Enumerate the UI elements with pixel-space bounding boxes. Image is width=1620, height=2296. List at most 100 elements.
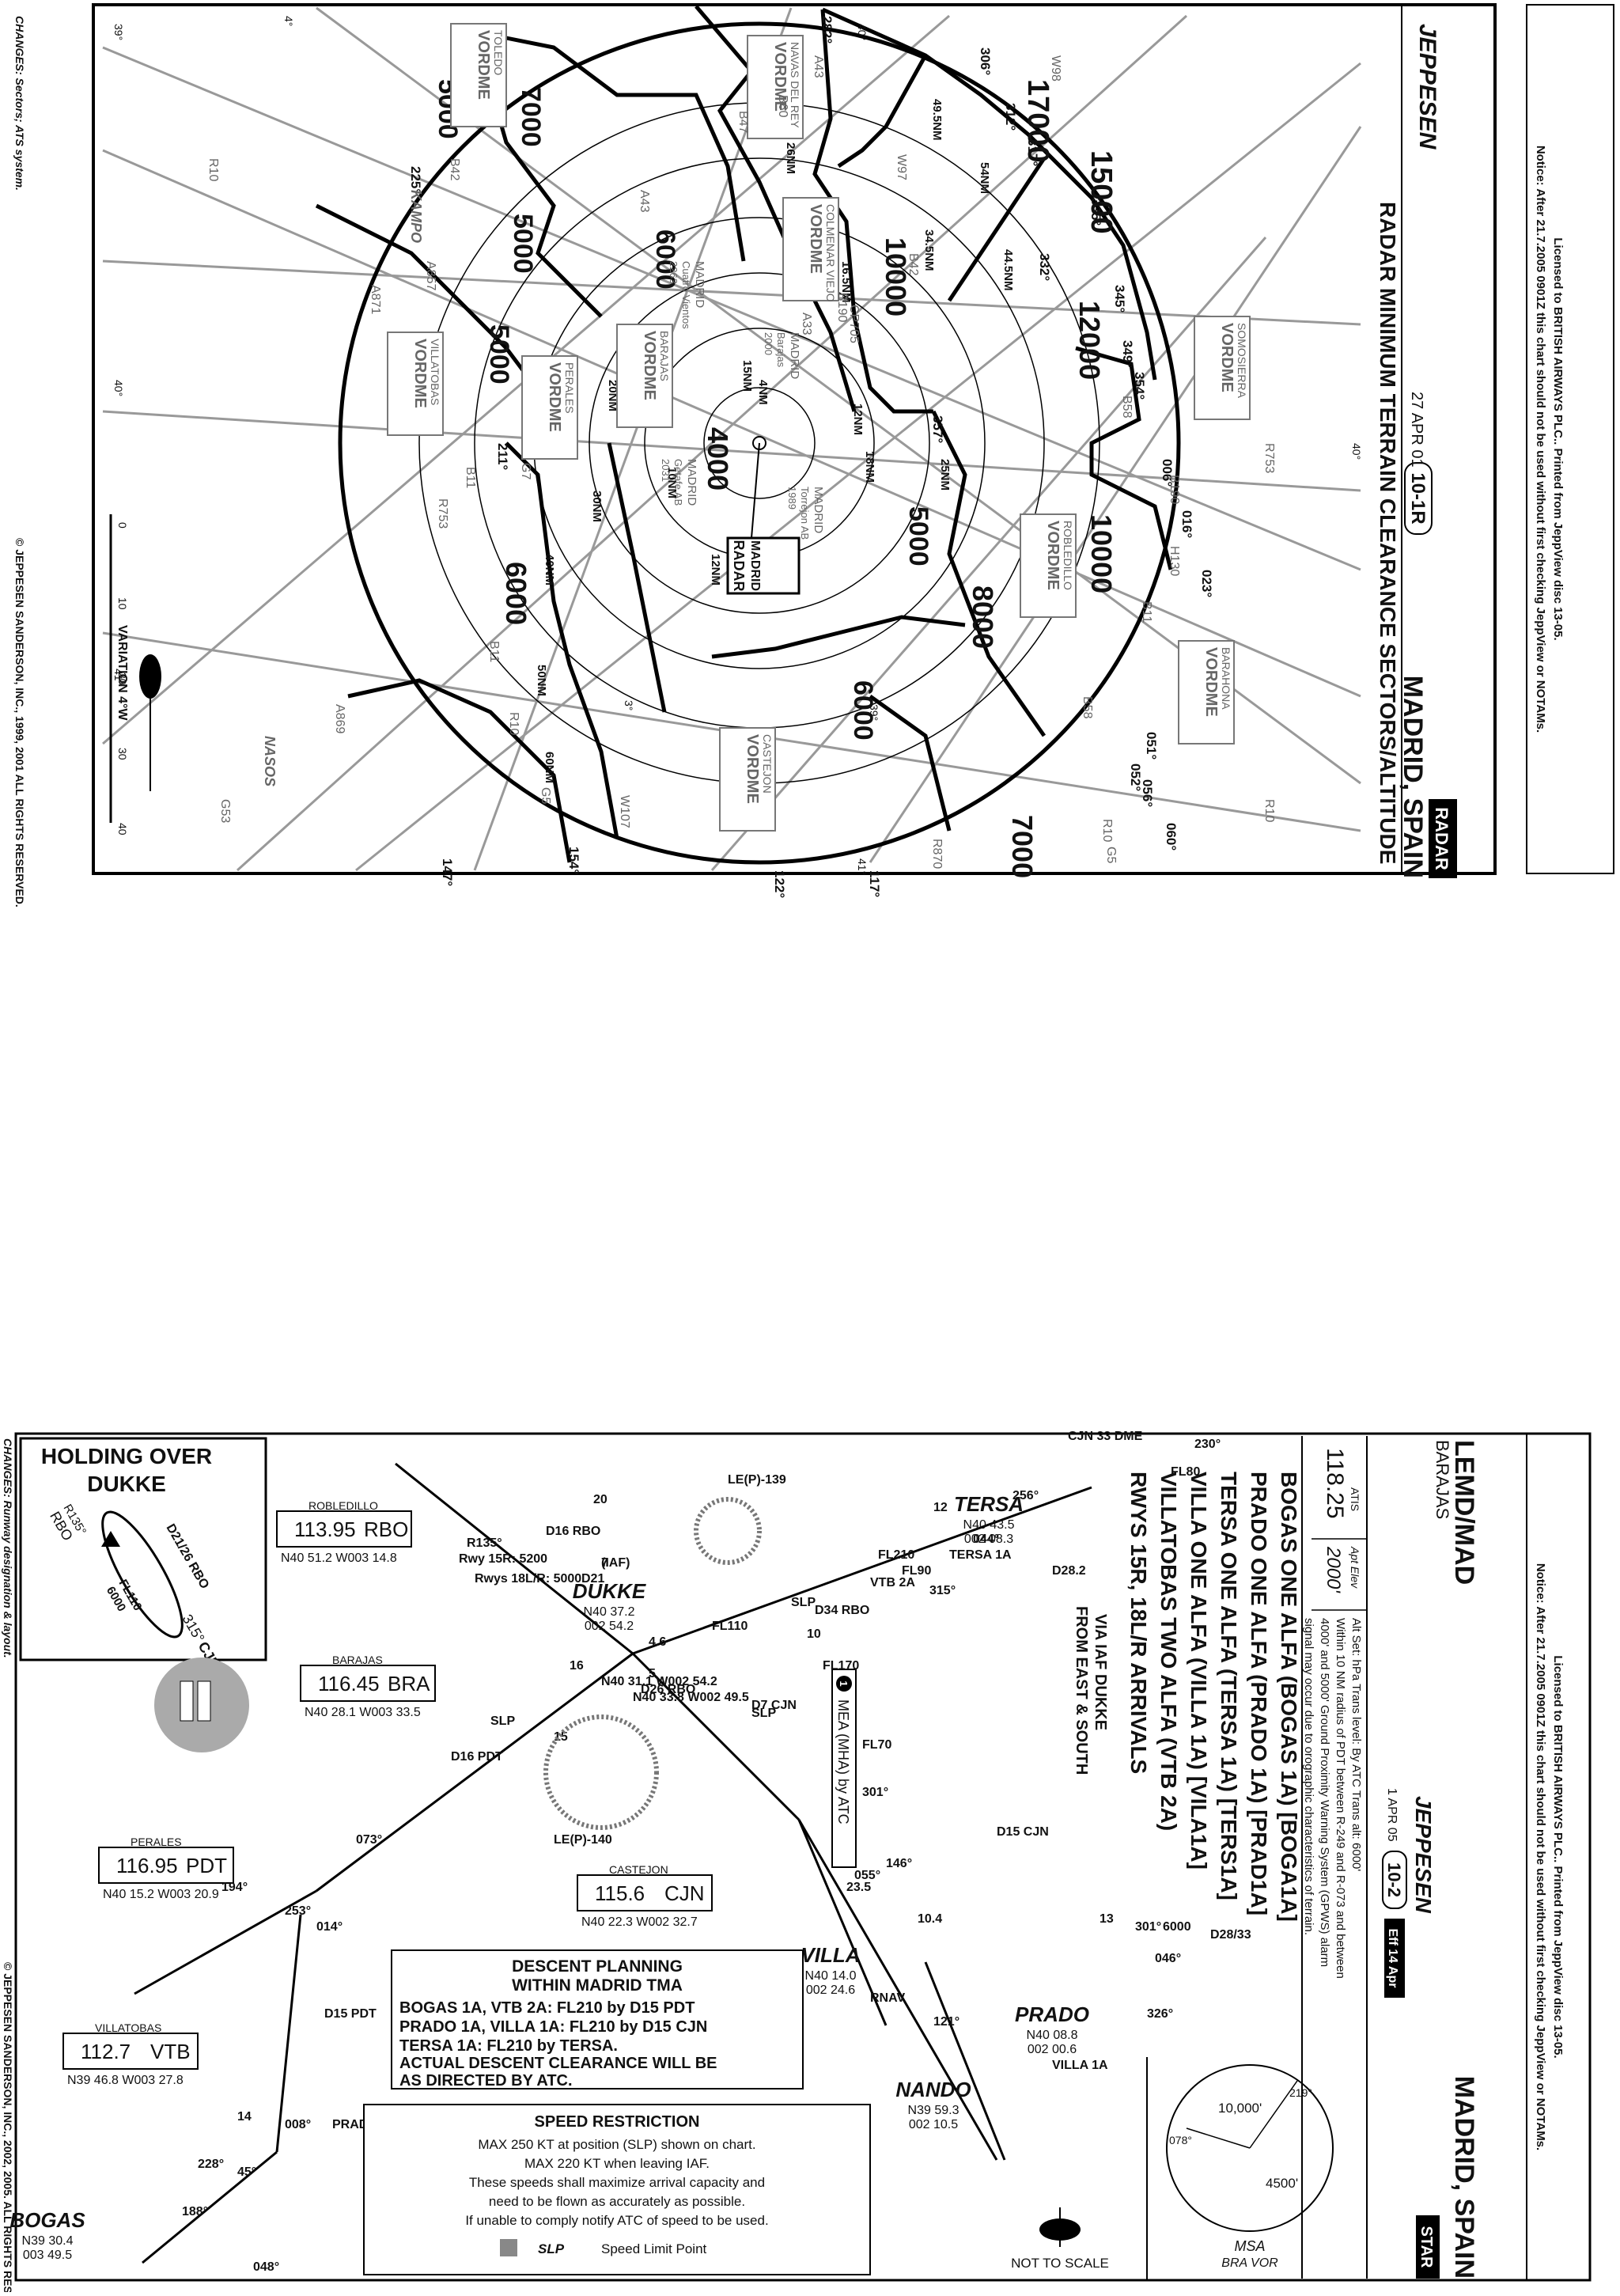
annotation-label: 326° bbox=[1147, 2007, 1173, 2021]
navaid-ident: CJN bbox=[664, 1881, 705, 1905]
vordme-box bbox=[521, 355, 578, 460]
airway-label: R10 bbox=[1262, 799, 1276, 822]
annotation-label: 014° bbox=[316, 1920, 343, 1934]
annotation-label: RNAV bbox=[870, 1991, 905, 2005]
apt-elev-label: Apt Elev bbox=[1349, 1546, 1361, 1589]
airport-sub: Torrejon AB bbox=[799, 487, 811, 540]
vordme-name: TOLEDO bbox=[492, 30, 505, 75]
vordme-kind: VORDME bbox=[641, 331, 658, 400]
navaid-freq: 112.7 bbox=[81, 2040, 131, 2063]
msa-alt2: 4500' bbox=[1266, 2176, 1298, 2191]
bearing-label: 122° bbox=[772, 870, 787, 898]
bearing-label: 345° bbox=[1112, 285, 1127, 313]
top-location: MADRID, SPAIN bbox=[1398, 676, 1428, 878]
fix-coords: 002 00.6 bbox=[1028, 2043, 1077, 2056]
airport-elev: 2000 bbox=[763, 332, 774, 355]
airport-name: MADRID bbox=[788, 332, 801, 379]
fix-coords: 002 08.3 bbox=[964, 1533, 1013, 1546]
top-date: 27 APR 01 bbox=[1408, 392, 1425, 468]
navaid-freq: 115.6 bbox=[595, 1881, 645, 1905]
north-arrow-icon bbox=[139, 654, 161, 791]
speed-restriction-box: SPEED RESTRICTION MAX 250 KT at position… bbox=[363, 2104, 871, 2275]
annotation-label: D21 bbox=[581, 1572, 604, 1586]
vordme-box bbox=[1194, 316, 1251, 420]
distance-label: 54NM bbox=[978, 162, 991, 194]
navaid-freq: 116.95 bbox=[116, 1854, 178, 1877]
bottom-airport: BARAJAS bbox=[1433, 1440, 1452, 1519]
scale-tick: 30 bbox=[116, 748, 129, 760]
airway-label: G5 bbox=[1104, 847, 1118, 863]
airway-label: G53 bbox=[218, 799, 232, 823]
lat-label: 39° bbox=[868, 704, 880, 721]
top-chart-number: 10-1R bbox=[1407, 472, 1429, 524]
waypoint-label: KAMPO bbox=[408, 190, 424, 243]
navaid-ident: VTB bbox=[150, 2040, 191, 2063]
msa-vor: BRA VOR bbox=[1221, 2256, 1278, 2270]
annotation-label: 055° bbox=[854, 1869, 880, 1882]
msa-brg2: 219° bbox=[1289, 2086, 1312, 2099]
airway-label: B190 bbox=[835, 293, 849, 322]
bearing-label: 335° bbox=[1088, 198, 1103, 225]
fix-coords: 002 10.5 bbox=[909, 2118, 958, 2131]
airway-label: R10 bbox=[1100, 819, 1114, 842]
airway-label: A43 bbox=[812, 55, 825, 78]
vordme-name: BARAJAS bbox=[658, 331, 671, 381]
airway-label: A857 bbox=[424, 261, 437, 290]
distance-label: 18NM bbox=[863, 451, 876, 483]
bottom-notice-licensed: Licensed to BRITISH AIRWAYS PLC.. Printe… bbox=[1551, 1655, 1565, 2058]
annotation-label: 256° bbox=[1012, 1489, 1039, 1502]
fix-name: VILLA bbox=[801, 1943, 860, 1967]
madrid-radar-box: MADRID RADAR bbox=[726, 436, 801, 595]
center-label-2: RADAR bbox=[731, 540, 747, 592]
atis-label: ATIS bbox=[1349, 1487, 1361, 1511]
vordme-name: CASTEJON bbox=[761, 734, 774, 794]
annotation-label: 301° bbox=[862, 1786, 888, 1799]
slp-legend-symbol bbox=[500, 2239, 517, 2256]
bottom-brand: JEPPESEN bbox=[1411, 1796, 1436, 1914]
vordme-name: NAVAS DEL REY bbox=[789, 42, 801, 128]
altitude-label: 8000 bbox=[967, 585, 999, 649]
airway-label: R10 bbox=[206, 158, 220, 181]
annotation-label: 044° bbox=[973, 1533, 999, 1546]
annotation-label: 146° bbox=[886, 1857, 912, 1870]
annotation-label: 13 bbox=[1100, 1912, 1114, 1926]
altitude-label: 10000 bbox=[880, 237, 912, 316]
annotation-label: N40 33.8 W002 49.5 bbox=[633, 1691, 749, 1704]
airport-name: MADRID bbox=[685, 459, 698, 506]
lat-label: 41° bbox=[856, 858, 869, 875]
navaid-ident: RBO bbox=[364, 1517, 408, 1541]
bearing-label: 211° bbox=[495, 443, 510, 470]
vordme-kind: VORDME bbox=[807, 204, 824, 274]
annotation-label: 228° bbox=[198, 2158, 224, 2171]
speed-line-5: If unable to comply notify ATC of speed … bbox=[465, 2213, 768, 2228]
airport-sub: Barajas bbox=[775, 332, 787, 368]
distance-label: 34.5NM bbox=[922, 229, 936, 271]
annotation-label: 301° bbox=[1135, 1920, 1161, 1934]
navaid-coords: N40 28.1 W003 33.5 bbox=[305, 1706, 421, 1719]
navaid-box bbox=[98, 1847, 234, 1884]
annotation-label: TERSA 1A bbox=[949, 1548, 1012, 1562]
vordme-kind: VORDME bbox=[411, 339, 429, 408]
airway-label: R870 bbox=[930, 839, 944, 869]
vordme-kind: VORDME bbox=[744, 734, 761, 804]
annotation-label: Rwys 18L/R: 5000 bbox=[475, 1572, 581, 1586]
annotation-label: SLP bbox=[490, 1714, 515, 1728]
bearing-label: 354° bbox=[1132, 372, 1147, 400]
airway-label: H130 bbox=[1168, 546, 1181, 576]
arrival-line: PRADO ONE ALFA (PRADO 1A) [PRAD1A] bbox=[1247, 1472, 1271, 1915]
descent-title-2: WITHIN MADRID TMA bbox=[512, 1976, 683, 1995]
speed-line-3: These speeds shall maximize arrival capa… bbox=[469, 2175, 765, 2190]
msa-brg1: 078° bbox=[1169, 2134, 1192, 2146]
msa-alt1: 10,000' bbox=[1218, 2101, 1262, 2116]
fix-name: TERSA bbox=[954, 1492, 1024, 1516]
navaid-name: ROBLEDILLO bbox=[308, 1499, 378, 1512]
bearing-label: 051° bbox=[1144, 732, 1159, 760]
scale-tick: 20 bbox=[116, 673, 129, 685]
navaid-name: BARAJAS bbox=[332, 1654, 383, 1666]
navaid-box bbox=[276, 1510, 412, 1548]
altitude-label: 5000 bbox=[508, 214, 538, 274]
lon-label: 3° bbox=[623, 700, 635, 710]
